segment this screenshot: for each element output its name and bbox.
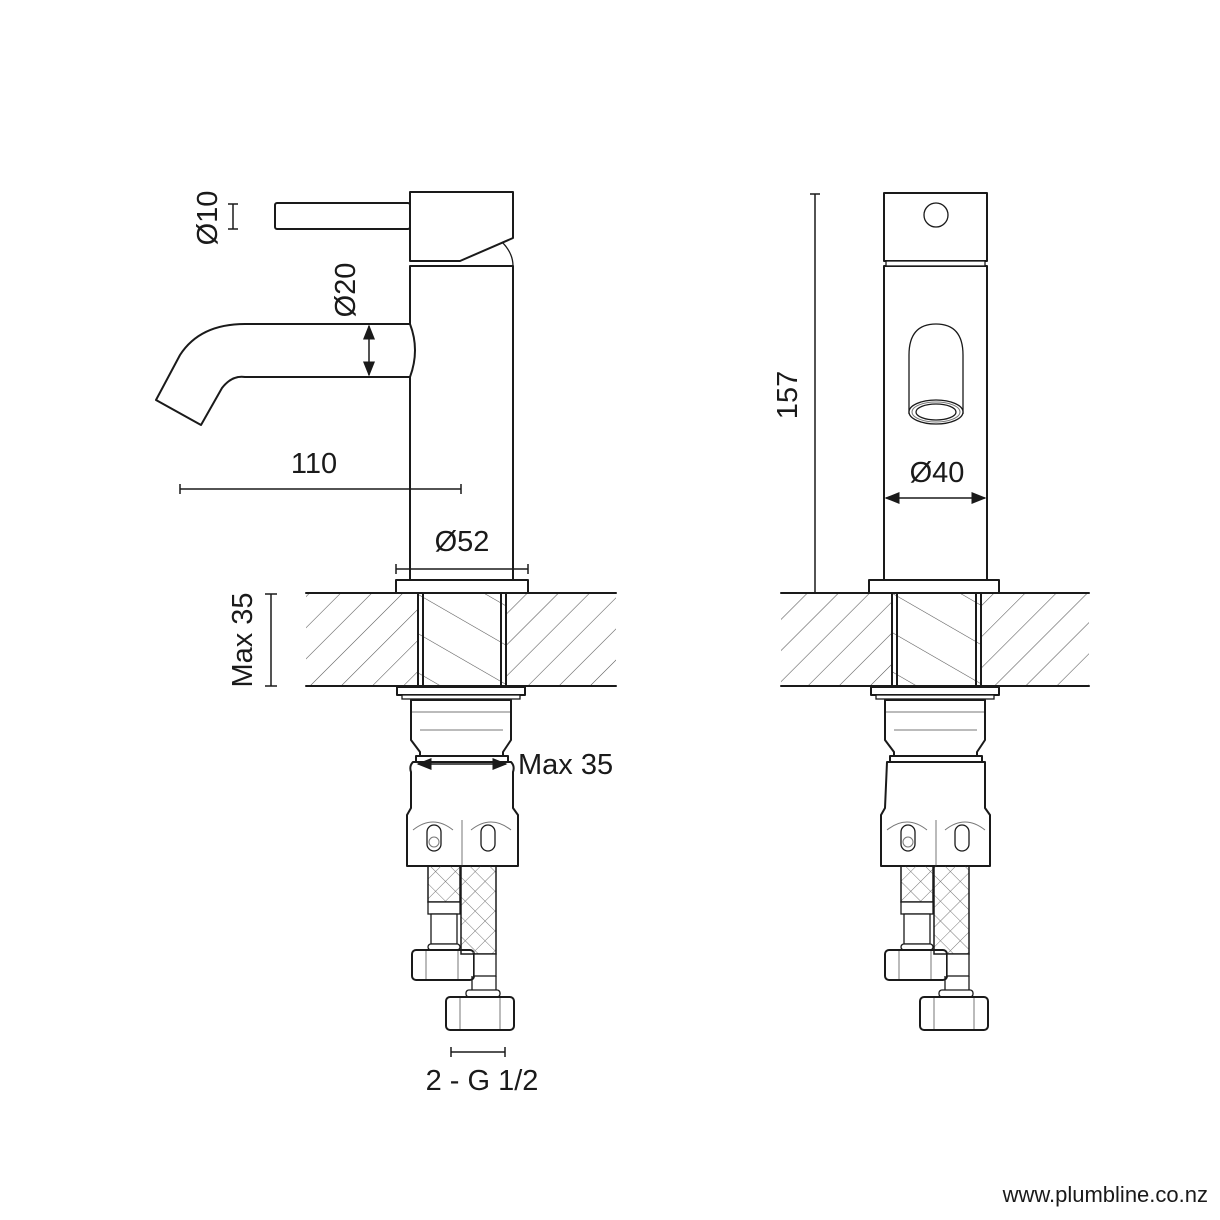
- dim-spout-diameter: Ø20: [330, 263, 375, 377]
- tap-body-front: [868, 192, 1000, 594]
- label-connections: 2 - G 1/2: [426, 1065, 539, 1097]
- side-view: Ø10 Ø20 110 Ø52 Max 35 Max 35: [155, 191, 617, 1097]
- label-lever-diameter: Ø10: [192, 191, 224, 246]
- website-url: www.plumbline.co.nz: [1002, 1182, 1208, 1207]
- dim-height: 157: [772, 193, 820, 593]
- dim-connections: 2 - G 1/2: [426, 1047, 539, 1097]
- label-bench-thickness: Max 35: [227, 592, 259, 687]
- label-body-diameter: Ø40: [910, 457, 965, 489]
- dim-bench-thickness: Max 35: [227, 592, 277, 688]
- label-spout-diameter: Ø20: [330, 263, 362, 318]
- label-base-diameter: Ø52: [435, 526, 490, 558]
- hoses-side: [411, 865, 515, 1031]
- dim-hole-diameter: Max 35: [416, 749, 613, 781]
- handle-hole: [923, 202, 949, 228]
- bench-section-right: [780, 592, 1090, 687]
- fitting-side: [396, 686, 526, 867]
- label-spout-reach: 110: [291, 448, 337, 480]
- tap-body-side: [155, 191, 529, 594]
- dim-spout-reach: 110: [179, 448, 462, 494]
- dim-base-diameter: Ø52: [395, 526, 529, 574]
- label-height: 157: [772, 371, 804, 419]
- bench-section-left: [305, 592, 617, 687]
- hoses-front: [884, 865, 989, 1031]
- fitting-front: [870, 686, 1000, 867]
- front-view: 157 Ø40: [772, 192, 1090, 1031]
- label-hole-diameter: Max 35: [518, 749, 613, 781]
- dim-lever-diameter: Ø10: [192, 191, 238, 246]
- dim-body-diameter: Ø40: [884, 457, 987, 504]
